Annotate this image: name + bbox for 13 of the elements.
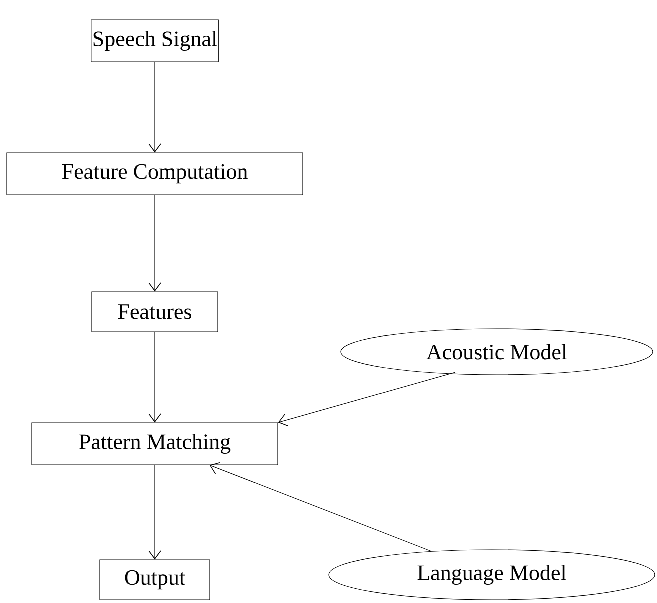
- arrow: [278, 372, 456, 426]
- ellipse-node: Language Model: [328, 550, 656, 600]
- process-box: Output: [100, 560, 210, 600]
- arrow: [148, 465, 162, 560]
- process-box: Speech Signal: [91, 20, 219, 62]
- process-box: Features: [92, 292, 218, 332]
- process-box: Pattern Matching: [32, 422, 278, 466]
- arrow: [148, 195, 162, 292]
- arrow: [148, 62, 162, 153]
- ellipse-node: Acoustic Model: [340, 328, 654, 376]
- arrow: [148, 332, 162, 423]
- arrow: [210, 462, 432, 552]
- process-box: Feature Computation: [6, 152, 304, 196]
